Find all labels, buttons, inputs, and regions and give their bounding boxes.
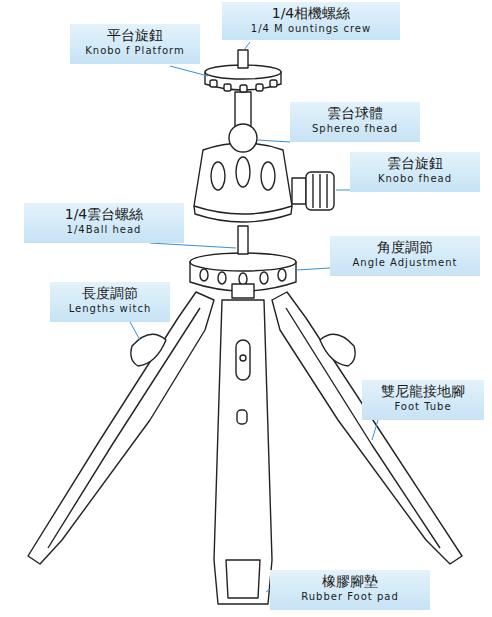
callout-label-zh: 橡膠腳墊 <box>278 573 422 590</box>
callout-label-zh: 雲台球體 <box>298 105 412 122</box>
callout-label-zh: 1/4相機螺絲 <box>230 5 392 22</box>
length-switch <box>131 334 166 366</box>
right-leg-edge <box>286 308 440 548</box>
sphere <box>229 124 257 152</box>
callout-label-en: Rubber Foot pad <box>278 590 422 603</box>
callout-box: 角度調節Angle Adjustment <box>330 236 480 276</box>
callout-box: 1/4雲台螺絲1/4Ball head <box>24 203 184 243</box>
left-leg-edge <box>48 308 200 548</box>
callout-label-en: Angle Adjustment <box>338 256 472 269</box>
ball-head-body <box>194 143 292 214</box>
callout-label-en: Foot Tube <box>370 400 476 413</box>
callout-label-zh: 平台旋鈕 <box>78 27 192 44</box>
left-leg <box>28 292 214 564</box>
callout-label-zh: 長度調節 <box>58 285 162 302</box>
callout-box: 平台旋鈕Knobo f Platform <box>70 24 200 64</box>
callout-label-en: Sphereo fhead <box>298 122 412 135</box>
center-leg <box>214 300 272 604</box>
callout-box: 橡膠腳墊Rubber Foot pad <box>270 570 430 610</box>
callout-box: 雲台球體Sphereo fhead <box>290 102 420 142</box>
leg-slot <box>237 410 247 424</box>
right-leg <box>272 292 462 564</box>
callout-label-zh: 雙尼龍接地腳 <box>370 383 476 400</box>
base-top <box>190 253 296 271</box>
callout-label-en: 1/4 M ountings crew <box>230 22 392 35</box>
head-knob <box>306 172 334 210</box>
callout-box: 雙尼龍接地腳Foot Tube <box>362 380 484 420</box>
leg-slot <box>236 340 250 380</box>
callout-box: 長度調節Lengths witch <box>50 282 170 322</box>
callout-label-zh: 雲台旋鈕 <box>358 155 472 172</box>
mounting-screw <box>238 50 248 68</box>
callout-label-en: Lengths witch <box>58 302 162 315</box>
ball-head-screw <box>238 226 248 254</box>
callout-label-zh: 1/4雲台螺絲 <box>32 206 176 223</box>
callout-label-zh: 角度調節 <box>338 239 472 256</box>
base-neck <box>232 284 254 298</box>
leg-dot <box>240 355 246 361</box>
callout-label-en: 1/4Ball head <box>32 223 176 236</box>
length-switch <box>320 334 355 366</box>
knob-stem <box>292 178 306 204</box>
rubber-foot <box>226 560 260 598</box>
callout-box: 1/4相機螺絲1/4 M ountings crew <box>222 2 400 40</box>
callout-label-en: Knobo fhead <box>358 172 472 185</box>
callout-box: 雲台旋鈕Knobo fhead <box>350 152 480 192</box>
callout-label-en: Knobo f Platform <box>78 44 192 57</box>
